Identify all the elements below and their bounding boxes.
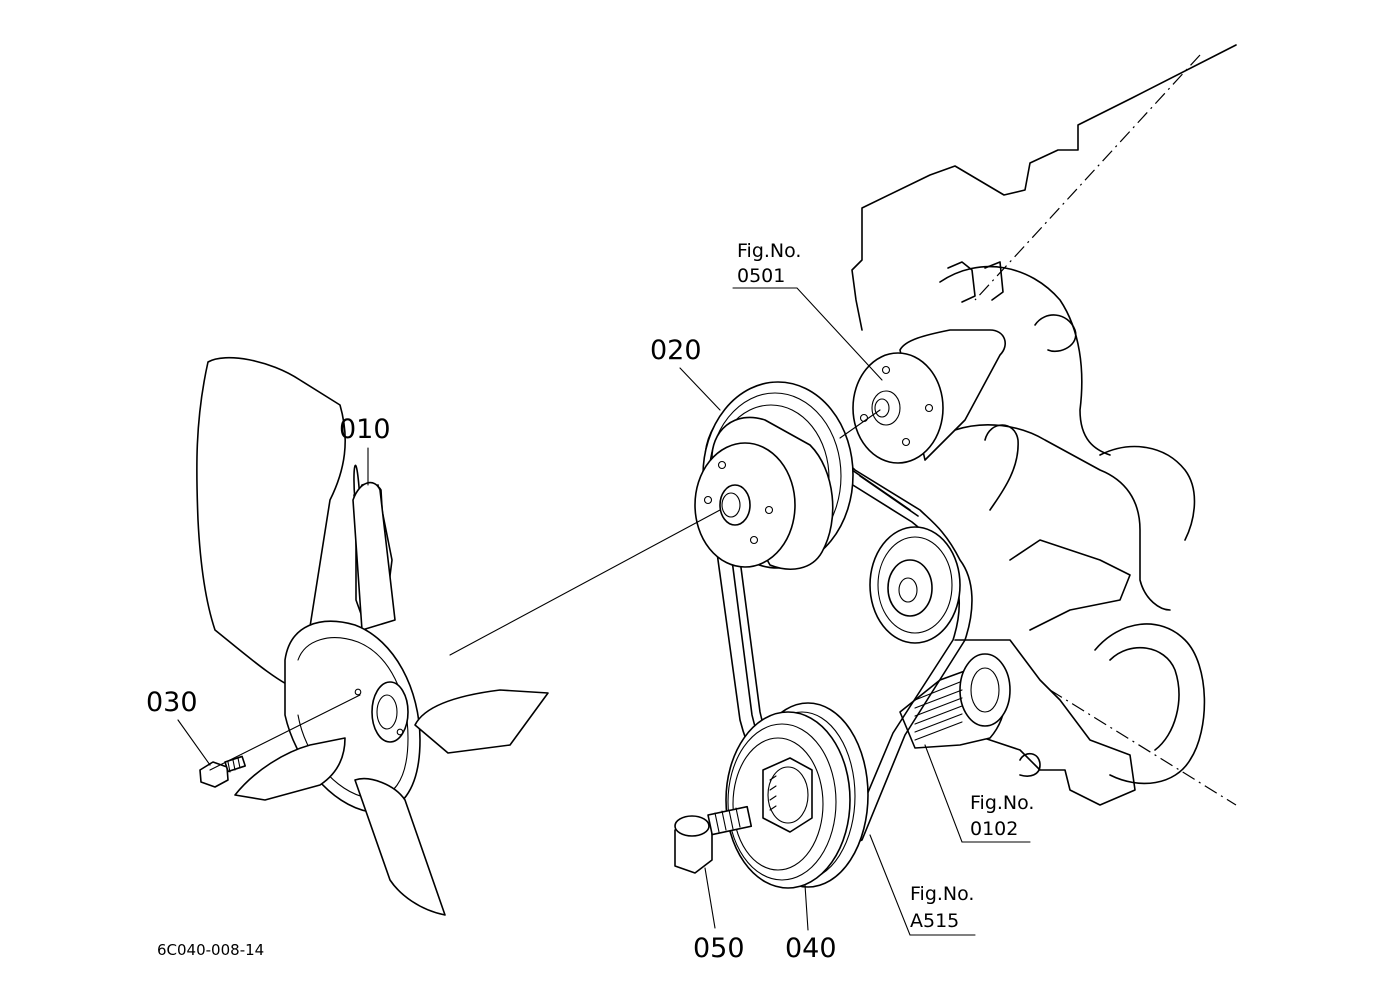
drawing-code: 6C040-008-14 xyxy=(157,941,264,959)
part-label-050: 050 xyxy=(693,933,745,964)
fan-bolt xyxy=(199,755,247,788)
idler-pulley xyxy=(869,526,961,644)
part-label-030: 030 xyxy=(146,687,198,718)
fig-ref-0102-title: Fig.No. xyxy=(970,792,1034,814)
water-pump-flange xyxy=(852,352,944,464)
pulley-bolt xyxy=(674,805,753,874)
fig-ref-a515-title: Fig.No. xyxy=(910,883,974,905)
fan-drive-pulley xyxy=(694,381,854,570)
crank-spline-shaft xyxy=(899,653,1011,749)
fig-ref-a515-number: A515 xyxy=(910,910,959,932)
part-label-020: 020 xyxy=(650,335,702,366)
part-label-040: 040 xyxy=(785,933,837,964)
fig-ref-0501-number: 0501 xyxy=(737,265,785,287)
fig-ref-0501-title: Fig.No. xyxy=(737,240,801,262)
part-label-010: 010 xyxy=(339,414,391,445)
fig-ref-0102-number: 0102 xyxy=(970,818,1018,840)
leader-lines xyxy=(177,287,1031,936)
crank-pulley xyxy=(725,702,869,889)
cooling-fan xyxy=(196,356,549,916)
assembly-lines xyxy=(209,409,881,771)
